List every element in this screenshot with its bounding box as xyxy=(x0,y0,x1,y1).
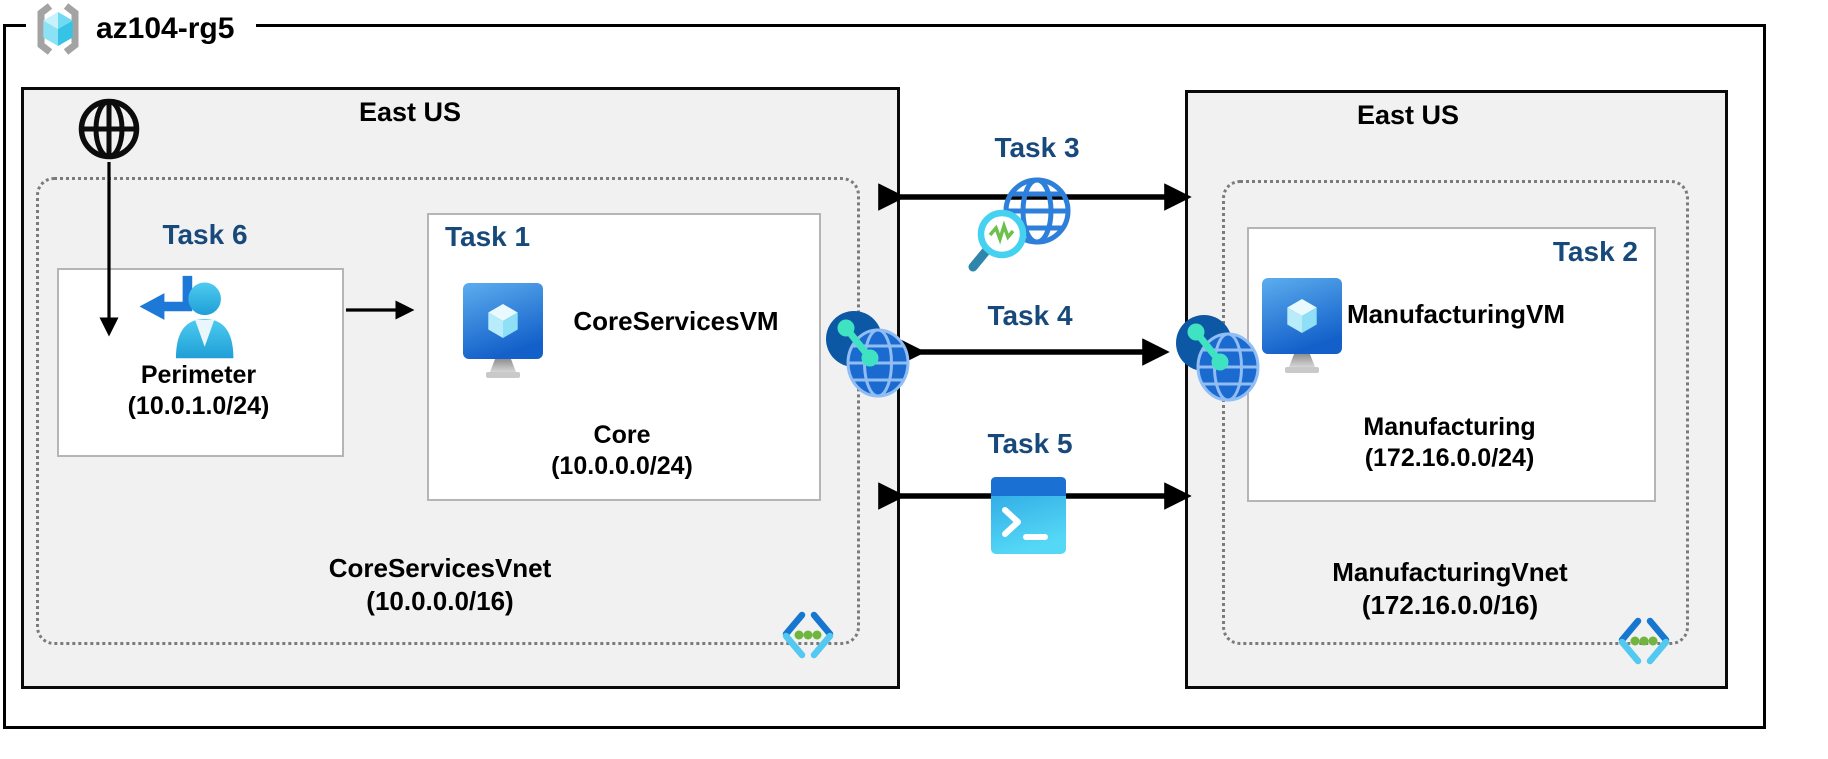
internet-globe-icon xyxy=(78,98,140,160)
manufacturing-subnet-name: Manufacturing xyxy=(1363,413,1536,441)
cloud-shell-icon xyxy=(991,477,1066,554)
user-sign-in-icon xyxy=(128,270,243,366)
core-subnet-name: Core xyxy=(593,421,651,449)
task1-label: Task 1 xyxy=(445,221,531,252)
manufacturing-vnet-label: ManufacturingVnet (172.16.0.0/16) xyxy=(1240,556,1660,622)
right-vnet-peering-icon xyxy=(1173,310,1261,402)
resource-group-icon xyxy=(30,2,86,56)
manufacturing-vnet-cidr: (172.16.0.0/16) xyxy=(1361,590,1539,620)
left-region-title: East US xyxy=(358,97,462,127)
core-subnet-label: Core (10.0.0.0/24) xyxy=(427,420,817,482)
core-vm-name: CoreServicesVM xyxy=(573,306,779,336)
core-vnet-cidr: (10.0.0.0/16) xyxy=(366,586,514,616)
manufacturing-vm-name: ManufacturingVM xyxy=(1346,299,1566,329)
right-region-title: East US xyxy=(1356,100,1460,130)
perimeter-subnet-label: Perimeter (10.0.1.0/24) xyxy=(57,360,340,422)
core-vnet-label: CoreServicesVnet (10.0.0.0/16) xyxy=(230,552,650,618)
task2-box xyxy=(1247,227,1656,502)
network-watcher-icon xyxy=(965,168,1095,278)
manufacturing-vnet-name: ManufacturingVnet xyxy=(1332,557,1568,587)
core-vnet-name: CoreServicesVnet xyxy=(328,553,552,583)
manufacturing-subnet-cidr: (172.16.0.0/24) xyxy=(1364,444,1535,472)
perimeter-name: Perimeter xyxy=(140,361,257,389)
resource-group-name: az104-rg5 xyxy=(96,12,235,45)
task2-label: Task 2 xyxy=(1552,236,1638,267)
core-subnet-cidr: (10.0.0.0/24) xyxy=(551,452,693,480)
task3-label: Task 3 xyxy=(994,132,1080,163)
resource-group-label: az104-rg5 xyxy=(26,0,257,58)
task6-label: Task 6 xyxy=(162,219,248,250)
task4-label: Task 4 xyxy=(987,300,1073,331)
core-vm-icon xyxy=(462,282,544,379)
perimeter-cidr: (10.0.1.0/24) xyxy=(127,392,270,420)
left-vnet-peering-icon xyxy=(823,306,911,398)
manufacturing-vm-icon xyxy=(1261,277,1343,374)
right-vnet-code-icon xyxy=(1617,617,1671,665)
left-vnet-code-icon xyxy=(781,611,835,659)
task5-label: Task 5 xyxy=(987,428,1073,459)
manufacturing-subnet-label: Manufacturing (172.16.0.0/24) xyxy=(1247,412,1652,474)
manufacturing-vnet-boundary xyxy=(1222,180,1689,645)
core-services-vnet-boundary xyxy=(36,177,860,645)
